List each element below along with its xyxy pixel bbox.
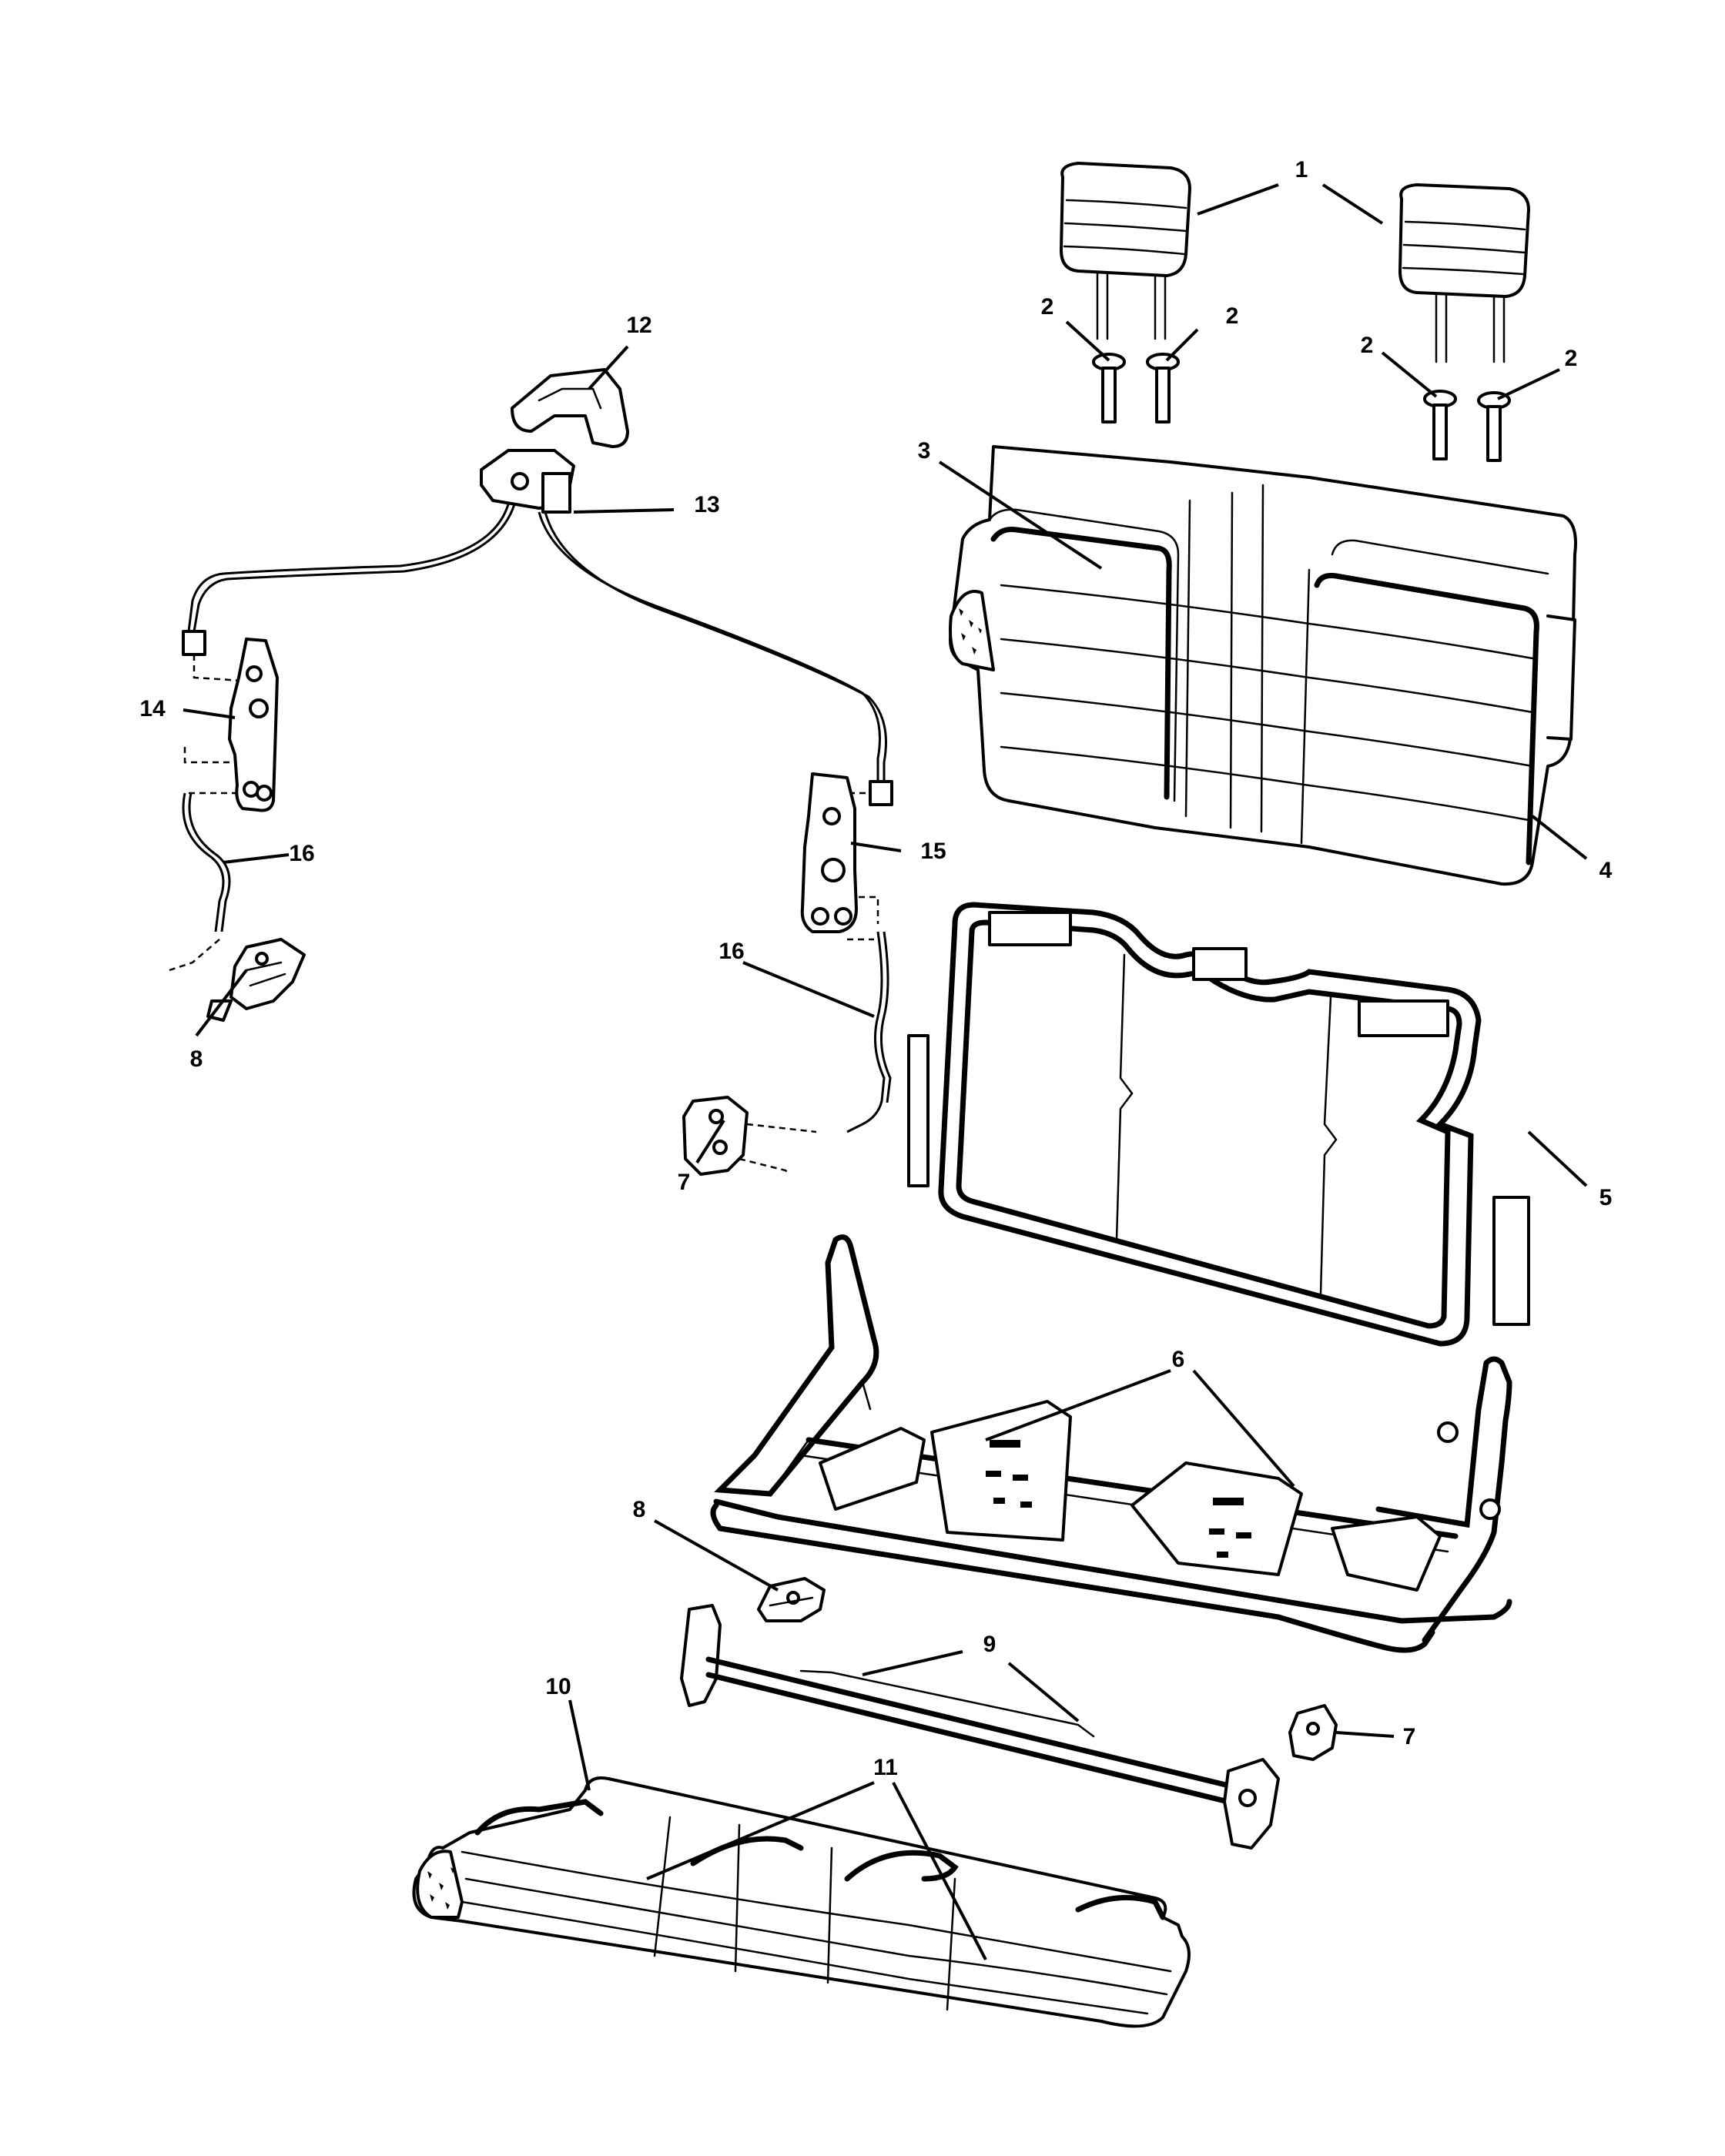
seat-back-cushion: [949, 445, 1577, 886]
callout-7: 7: [1403, 1724, 1416, 1749]
headrest-left: [1060, 162, 1191, 340]
callout-7: 7: [678, 1170, 691, 1195]
latch-upper-left: [169, 938, 306, 1022]
recliner-mechanism-right: [800, 772, 893, 1133]
latch-upper-right: [682, 1096, 817, 1176]
seat-pivot-cross-tube: [680, 1604, 1280, 1850]
callout-1: 1: [1295, 157, 1308, 182]
callout-11: 11: [873, 1755, 898, 1780]
callout-8: 8: [633, 1497, 646, 1522]
callout-3: 3: [918, 438, 931, 464]
headrest-right: [1398, 183, 1530, 363]
callout-14: 14: [139, 696, 166, 721]
headrest-guide-sleeves: [1092, 353, 1511, 462]
callout-5: 5: [1599, 1185, 1613, 1210]
recliner-mechanism-left: [182, 630, 279, 932]
callout-labels: 1 2 2 2 2 3 4 5 6 7 7 8 8 9 10 11 12 13 …: [139, 157, 1612, 1780]
callout-12: 12: [626, 313, 651, 338]
callout-9: 9: [983, 1632, 996, 1657]
callout-16: 16: [718, 939, 744, 964]
callout-2: 2: [1361, 333, 1374, 358]
callout-15: 15: [920, 839, 946, 864]
latch-lower-right: [1288, 1704, 1338, 1761]
seat-back-frame: [907, 902, 1530, 1347]
callout-4: 4: [1599, 858, 1613, 883]
guide-sleeve-3: [1423, 390, 1457, 460]
guide-sleeve-2: [1146, 353, 1180, 424]
release-handle: [480, 449, 575, 514]
callout-6: 6: [1172, 1347, 1185, 1372]
callout-13: 13: [694, 492, 719, 517]
callout-8: 8: [190, 1046, 203, 1072]
seat-cushion-frame: [710, 1234, 1512, 1653]
guide-sleeve-4: [1477, 391, 1511, 462]
guide-sleeve-1: [1092, 353, 1126, 424]
leader-lines: [183, 183, 1588, 1960]
callout-16: 16: [289, 841, 314, 866]
callout-2: 2: [1565, 346, 1578, 371]
callout-10: 10: [545, 1674, 571, 1699]
callout-2: 2: [1226, 303, 1239, 329]
release-cables: [187, 504, 887, 782]
release-handle-bezel: [511, 368, 629, 448]
callout-2: 2: [1041, 294, 1054, 320]
seat-cushion: [412, 1776, 1191, 2028]
